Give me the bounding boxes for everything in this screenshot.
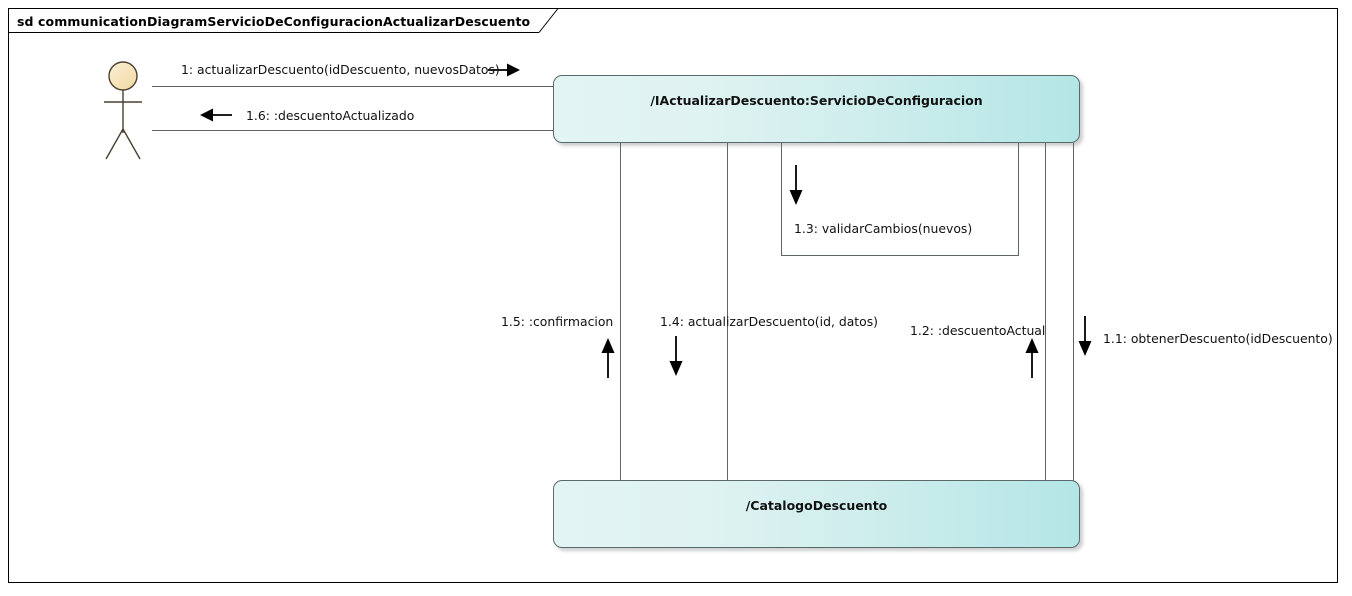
frame-label-tab-underline	[8, 32, 539, 33]
arrow-message-1-2	[1024, 336, 1040, 378]
arrow-message-1-1	[1077, 316, 1093, 358]
connector-actor-servicio-bottom	[152, 130, 554, 131]
message-label-1: 1: actualizarDescuento(idDescuento, nuev…	[181, 62, 500, 77]
frame-label-tab-corner	[539, 8, 559, 33]
arrow-message-1-3	[788, 165, 804, 207]
connector-rail-1-5	[620, 143, 621, 481]
lifeline-catalogo-descuento[interactable]: /CatalogoDescuento	[553, 480, 1080, 548]
self-message-loop-box	[781, 143, 1019, 256]
connector-rail-1-4	[727, 143, 728, 481]
lifeline-servicio-de-configuracion[interactable]: /IActualizarDescuento:ServicioDeConfigur…	[553, 75, 1080, 143]
connector-rail-1-1	[1073, 143, 1074, 481]
message-label-1-1: 1.1: obtenerDescuento(idDescuento)	[1103, 331, 1333, 346]
arrow-message-1-6	[198, 107, 232, 123]
arrow-message-1-5	[600, 336, 616, 378]
lifeline-servicio-label: /IActualizarDescuento:ServicioDeConfigur…	[650, 93, 983, 108]
frame-label-text: sd communicationDiagramServicioDeConfigu…	[17, 13, 531, 29]
arrow-message-1-4	[668, 336, 684, 378]
message-label-1-3: 1.3: validarCambios(nuevos)	[794, 221, 973, 236]
actor-figure	[100, 55, 160, 165]
message-label-1-6: 1.6: :descuentoActualizado	[246, 108, 415, 123]
message-label-1-2: 1.2: :descuentoActual	[910, 323, 1046, 338]
diagram-frame	[8, 8, 1338, 583]
connector-rail-1-2	[1045, 143, 1046, 481]
frame-label-tab: sd communicationDiagramServicioDeConfigu…	[8, 8, 539, 33]
arrow-message-1	[488, 62, 522, 78]
connector-actor-servicio-top	[152, 86, 554, 87]
lifeline-catalogo-label: /CatalogoDescuento	[745, 498, 888, 513]
message-label-1-4: 1.4: actualizarDescuento(id, datos)	[660, 314, 879, 329]
message-label-1-5: 1.5: :confirmacion	[501, 314, 614, 329]
